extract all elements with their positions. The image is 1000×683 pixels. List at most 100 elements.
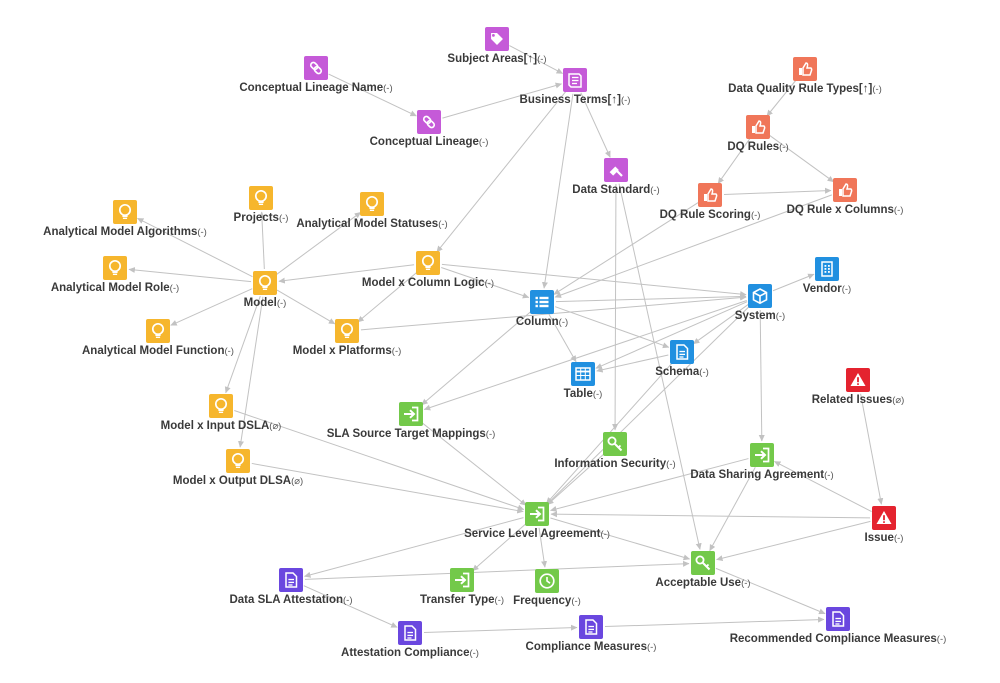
node-label[interactable]: SLA Source Target Mappings(-) [327, 428, 496, 440]
node-label[interactable]: Table(-) [564, 388, 603, 400]
node-attestation-compliance[interactable]: Attestation Compliance(-) [341, 621, 479, 659]
node-icon-box[interactable] [571, 362, 595, 386]
node-label[interactable]: Model x Output DLSA(⌀) [173, 475, 303, 487]
node-cl[interactable]: Conceptual Lineage(-) [370, 110, 489, 148]
node-am-function[interactable]: Analytical Model Function(-) [82, 319, 234, 357]
node-label[interactable]: Conceptual Lineage Name(-) [239, 82, 392, 94]
node-label[interactable]: Model x Platforms(-) [293, 345, 402, 357]
node-label[interactable]: Analytical Model Role(-) [51, 282, 179, 294]
edge-business_terms-to-column [541, 93, 574, 289]
node-icon-box[interactable] [833, 178, 857, 202]
node-sla-stm[interactable]: SLA Source Target Mappings(-) [327, 402, 496, 440]
node-label[interactable]: Data SLA Attestation(-) [229, 594, 352, 606]
node-label[interactable]: Data Standard(-) [572, 184, 659, 196]
node-label[interactable]: Frequency(-) [513, 595, 581, 607]
node-label-text: Data Standard [572, 184, 650, 196]
node-label[interactable]: System(-) [735, 310, 785, 322]
node-table[interactable]: Table(-) [564, 362, 603, 400]
node-am-role[interactable]: Analytical Model Role(-) [51, 256, 179, 294]
node-label[interactable]: Subject Areas[↑](-) [447, 53, 546, 65]
edge-column-to-table [548, 313, 577, 363]
node-label-text: Acceptable Use [655, 577, 741, 589]
node-label[interactable]: Model x Column Logic(-) [362, 277, 494, 289]
node-icon-box[interactable] [113, 200, 137, 224]
node-data-standard[interactable]: Data Standard(-) [572, 158, 660, 196]
building-icon [821, 261, 833, 277]
node-label[interactable]: DQ Rule Scoring(-) [660, 209, 761, 221]
node-dq-rule-columns[interactable]: DQ Rule x Columns(-) [787, 178, 904, 216]
node-label[interactable]: Business Terms[↑](-) [520, 94, 631, 106]
node-label[interactable]: DQ Rules(-) [727, 141, 788, 153]
node-model-col-logic[interactable]: Model x Column Logic(-) [362, 251, 494, 289]
node-icon-box[interactable] [815, 257, 839, 281]
node-frequency[interactable]: Frequency(-) [513, 569, 581, 607]
node-label[interactable]: Analytical Model Function(-) [82, 345, 234, 357]
node-model[interactable]: Model(-) [244, 271, 287, 309]
node-label[interactable]: Information Security(-) [554, 458, 675, 470]
node-info-security[interactable]: Information Security(-) [554, 432, 676, 470]
node-label[interactable]: Issue(-) [865, 532, 904, 544]
node-schema[interactable]: Schema(-) [655, 340, 709, 378]
node-icon-box[interactable] [249, 186, 273, 210]
node-label[interactable]: Analytical Model Algorithms(-) [43, 226, 207, 238]
node-subject-areas[interactable]: Subject Areas[↑](-) [447, 27, 547, 65]
node-label[interactable]: Vendor(-) [803, 283, 851, 295]
node-label[interactable]: Analytical Model Statuses(-) [296, 218, 447, 230]
node-label[interactable]: Attestation Compliance(-) [341, 647, 479, 659]
node-dq-rule-types[interactable]: Data Quality Rule Types[↑](-) [728, 57, 882, 95]
node-system[interactable]: System(-) [735, 284, 785, 322]
node-icon-box[interactable] [360, 192, 384, 216]
node-dq-rule-scoring[interactable]: DQ Rule Scoring(-) [660, 183, 761, 221]
node-issue[interactable]: Issue(-) [865, 506, 904, 544]
node-model-input-dsla[interactable]: Model x Input DSLA(⌀) [161, 394, 282, 432]
node-icon-box[interactable] [146, 319, 170, 343]
node-label[interactable]: Service Level Agreement(-) [464, 528, 610, 540]
node-model-output-dlsa[interactable]: Model x Output DLSA(⌀) [173, 449, 303, 487]
node-label[interactable]: DQ Rule x Columns(-) [787, 204, 904, 216]
node-label[interactable]: Acceptable Use(-) [655, 577, 750, 589]
node-icon-box[interactable] [335, 319, 359, 343]
node-label[interactable]: Model x Input DSLA(⌀) [161, 420, 282, 432]
node-am-statuses[interactable]: Analytical Model Statuses(-) [296, 192, 448, 230]
edge-info_security-to-sla [547, 452, 605, 506]
node-label[interactable]: Recommended Compliance Measures(-) [730, 633, 947, 645]
node-icon-box[interactable] [103, 256, 127, 280]
node-icon-box[interactable] [304, 56, 328, 80]
node-projects[interactable]: Projects(-) [234, 186, 289, 224]
node-icon-box[interactable] [417, 110, 441, 134]
node-acceptable-use[interactable]: Acceptable Use(-) [655, 551, 751, 589]
node-label[interactable]: Data Sharing Agreement(-) [690, 469, 833, 481]
node-sla[interactable]: Service Level Agreement(-) [464, 502, 610, 540]
node-cl-name[interactable]: Conceptual Lineage Name(-) [239, 56, 393, 94]
node-label[interactable]: Data Quality Rule Types[↑](-) [728, 83, 882, 95]
node-label[interactable]: Conceptual Lineage(-) [370, 136, 489, 148]
node-icon-box[interactable] [793, 57, 817, 81]
node-label-count: (-) [485, 278, 495, 289]
edge-sla-to-frequency [538, 527, 548, 568]
node-label[interactable]: Schema(-) [655, 366, 709, 378]
node-icon-box[interactable] [209, 394, 233, 418]
node-model-platforms[interactable]: Model x Platforms(-) [293, 319, 402, 357]
node-rec-compliance-measures[interactable]: Recommended Compliance Measures(-) [730, 607, 947, 645]
node-dsa[interactable]: Data Sharing Agreement(-) [690, 443, 834, 481]
node-label[interactable]: Model(-) [244, 297, 287, 309]
node-icon-box[interactable] [698, 183, 722, 207]
node-am-algorithms[interactable]: Analytical Model Algorithms(-) [43, 200, 207, 238]
node-business-terms[interactable]: Business Terms[↑](-) [520, 68, 631, 106]
node-compliance-measures[interactable]: Compliance Measures(-) [526, 615, 657, 653]
node-label[interactable]: Projects(-) [234, 212, 289, 224]
node-dq-rules[interactable]: DQ Rules(-) [727, 115, 789, 153]
node-label[interactable]: Compliance Measures(-) [526, 641, 657, 653]
node-icon-box[interactable] [746, 115, 770, 139]
node-transfer-type[interactable]: Transfer Type(-) [420, 568, 504, 606]
node-icon-box[interactable] [253, 271, 277, 295]
node-icon-box[interactable] [416, 251, 440, 275]
node-related-issues[interactable]: Related Issues(⌀) [812, 368, 905, 406]
node-vendor[interactable]: Vendor(-) [803, 257, 851, 295]
node-icon-box[interactable] [226, 449, 250, 473]
node-data-sla-attestation[interactable]: Data SLA Attestation(-) [229, 568, 353, 606]
node-column[interactable]: Column(-) [516, 290, 568, 328]
node-label[interactable]: Column(-) [516, 316, 568, 328]
node-label[interactable]: Related Issues(⌀) [812, 394, 905, 406]
node-label[interactable]: Transfer Type(-) [420, 594, 504, 606]
